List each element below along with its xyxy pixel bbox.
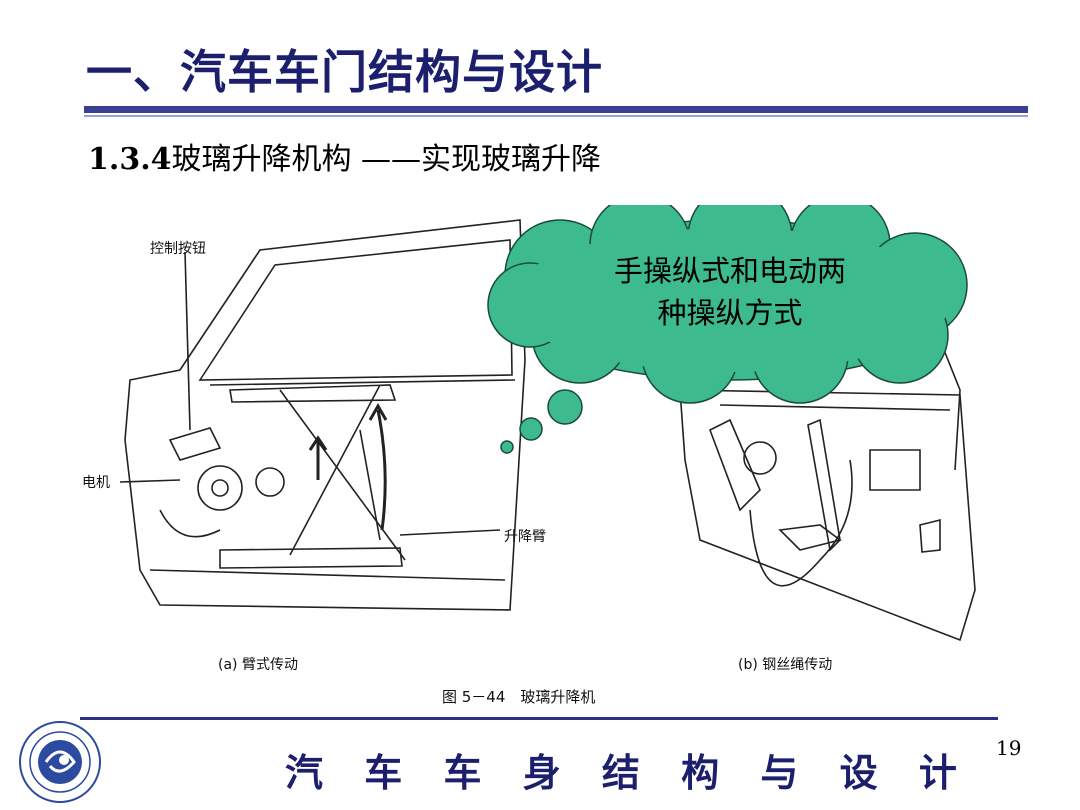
cloud-text: 手操纵式和电动两 种操纵方式 [540, 250, 920, 334]
subtitle-number: 1.3.4 [88, 142, 172, 177]
subtitle-text: 玻璃升降机构 ——实现玻璃升降 [171, 142, 602, 177]
cloud-line-2: 种操纵方式 [657, 296, 803, 330]
thought-bubbles [500, 389, 583, 454]
label-control-button: 控制按钮 [150, 241, 206, 257]
subtitle: 1.3.4玻璃升降机构 ——实现玻璃升降 [88, 134, 601, 178]
caption-cable-drive: (b) 钢丝绳传动 [738, 657, 833, 673]
title-rule [84, 106, 1028, 113]
cloud-line-1: 手操纵式和电动两 [613, 254, 846, 288]
footer-course-name: 汽 车 车 身 结 构 与 设 计 [285, 750, 971, 795]
door-window-regulator-figure [119, 219, 976, 642]
label-lift-arm: 升降臂 [504, 529, 546, 545]
door-a-drawing [119, 219, 526, 611]
door-b-drawing [679, 339, 976, 642]
university-logo-icon [19, 721, 101, 803]
thought-cloud [487, 205, 968, 404]
label-motor: 电机 [82, 475, 110, 491]
figure-caption: 图 5－44 玻璃升降机 [442, 688, 596, 706]
slide-title: 一、汽车车门结构与设计 [86, 45, 603, 99]
caption-arm-drive: (a) 臂式传动 [218, 657, 298, 673]
page-number: 19 [996, 736, 1022, 760]
footer-rule [80, 717, 998, 720]
title-rule-thin [84, 115, 1028, 117]
